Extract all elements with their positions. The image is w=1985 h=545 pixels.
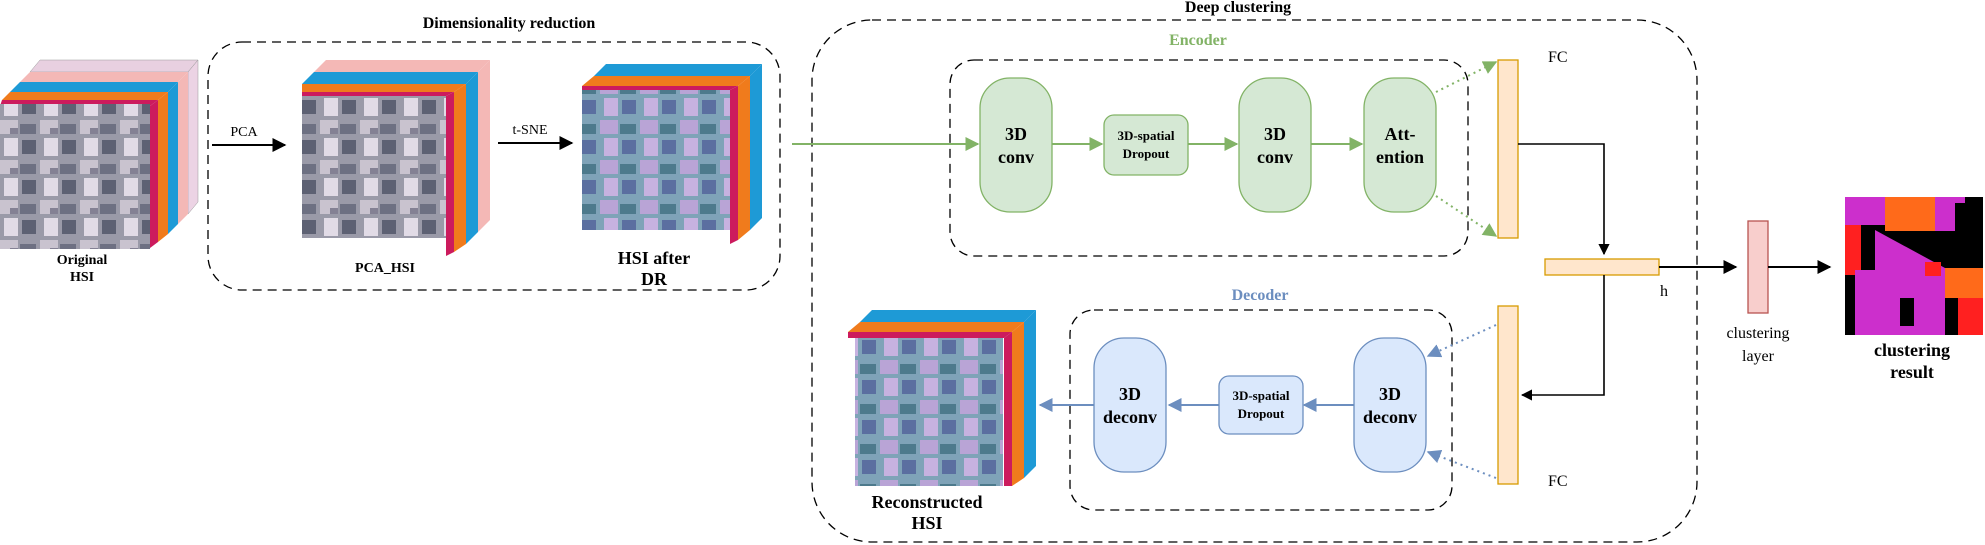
- hsi-after-dr-label-line1: HSI after: [618, 248, 690, 268]
- fc-top-layer: [1497, 59, 1519, 239]
- tsne-label: t-SNE: [513, 123, 548, 138]
- attention-to-fc-arrow-top: [1435, 61, 1498, 93]
- encoder-attention-block: Att- ention: [1363, 77, 1437, 213]
- fc-top-to-h-arrow: [1518, 143, 1610, 256]
- encoder-attention-line1: Att-: [1385, 124, 1416, 144]
- h-label: h: [1660, 283, 1668, 300]
- hsi-after-dr-cube: [582, 64, 762, 244]
- encoder-title: Encoder: [1169, 32, 1227, 49]
- hsi-after-dr-label-line2: DR: [641, 269, 668, 289]
- pca-hsi-cube: [302, 60, 490, 256]
- reconstructed-hsi-cube: [848, 310, 1036, 486]
- fc-bottom-label: FC: [1548, 473, 1568, 490]
- original-hsi-cube: [0, 59, 199, 249]
- decoder-deconv2-line1: 3D: [1379, 384, 1401, 404]
- clustering-result-label-line1: clustering: [1874, 340, 1950, 360]
- deep-clustering-box: [811, 19, 1698, 543]
- decoder-deconv2-block: 3D deconv: [1353, 337, 1427, 473]
- decoder-deconv2-line2: deconv: [1363, 407, 1417, 427]
- encoder-conv2-block: 3D conv: [1238, 77, 1312, 213]
- clustering-result-map: [1845, 197, 1983, 335]
- clustering-layer: [1747, 220, 1769, 314]
- dimensionality-reduction-title: Dimensionality reduction: [423, 15, 596, 32]
- fc-to-deconv-arrow-bottom: [1426, 449, 1497, 479]
- decoder-deconv1-line2: deconv: [1103, 407, 1157, 427]
- clustering-layer-label-line2: layer: [1742, 348, 1775, 365]
- clustering-layer-label-line1: clustering: [1726, 325, 1789, 342]
- encoder-conv1-line2: conv: [998, 147, 1034, 167]
- clustering-result-label-line2: result: [1890, 362, 1934, 382]
- encoder-dropout-line1: 3D-spatial: [1117, 128, 1174, 143]
- encoder-conv1-block: 3D conv: [979, 77, 1053, 213]
- decoder-deconv1-line1: 3D: [1119, 384, 1141, 404]
- decoder-dropout-line2: Dropout: [1238, 406, 1285, 421]
- encoder-conv2-line1: 3D: [1264, 124, 1286, 144]
- encoder-attention-line2: ention: [1376, 147, 1424, 167]
- dimensionality-reduction-box: [207, 41, 781, 291]
- pca-hsi-label: PCA_HSI: [355, 261, 415, 276]
- attention-to-fc-arrow-bottom: [1435, 195, 1498, 237]
- h-latent-layer: [1544, 258, 1660, 276]
- deep-clustering-title: Deep clustering: [1185, 0, 1291, 16]
- encoder-dropout-block: 3D-spatial Dropout: [1103, 114, 1189, 176]
- decoder-box: [1069, 309, 1453, 511]
- fc-bottom-layer: [1497, 305, 1519, 485]
- original-hsi-label-line1: Original: [57, 253, 108, 268]
- encoder-conv1-line1: 3D: [1005, 124, 1027, 144]
- h-to-fc-bottom-arrow: [1520, 275, 1605, 401]
- pca-label: PCA: [230, 125, 258, 140]
- encoder-dropout-line2: Dropout: [1123, 146, 1170, 161]
- decoder-title: Decoder: [1232, 287, 1289, 304]
- reconstructed-hsi-label-line1: Reconstructed: [872, 492, 983, 512]
- encoder-conv2-line2: conv: [1257, 147, 1293, 167]
- decoder-deconv1-block: 3D deconv: [1093, 337, 1167, 473]
- fc-to-deconv-arrow-top: [1426, 324, 1497, 358]
- reconstructed-hsi-label-line2: HSI: [911, 513, 942, 533]
- decoder-dropout-block: 3D-spatial Dropout: [1218, 375, 1304, 435]
- original-hsi-label-line2: HSI: [70, 270, 94, 285]
- decoder-dropout-line1: 3D-spatial: [1232, 388, 1289, 403]
- fc-top-label: FC: [1548, 49, 1568, 66]
